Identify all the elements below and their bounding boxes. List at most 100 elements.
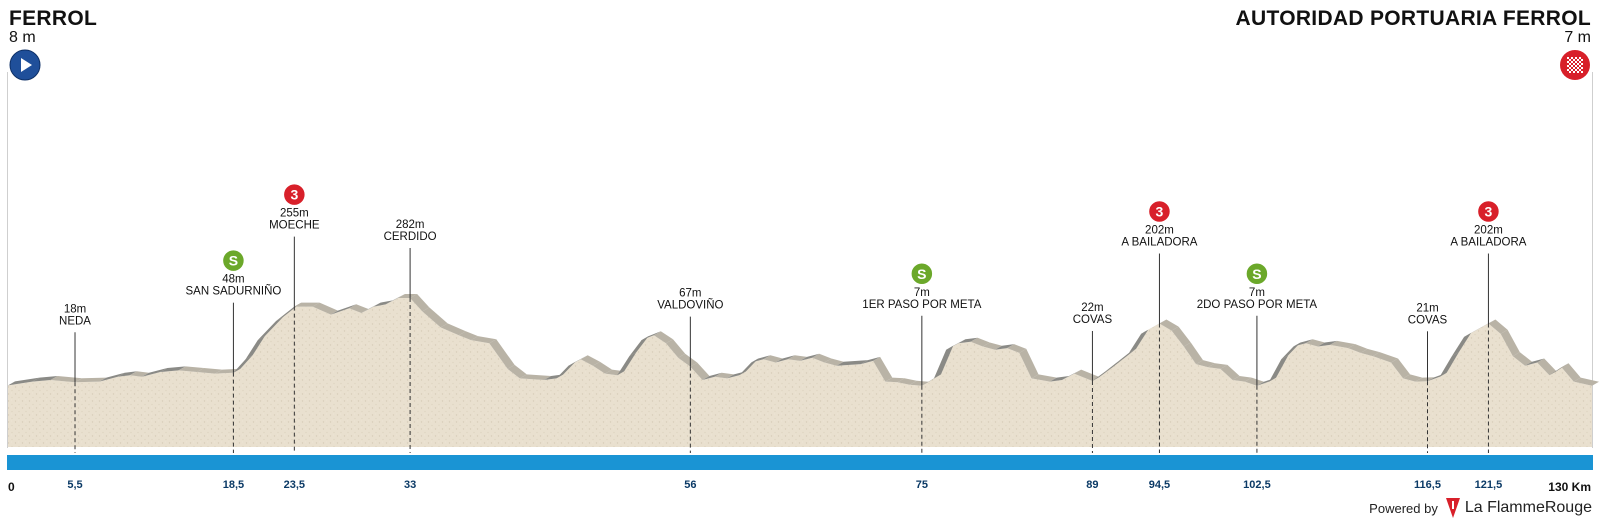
terrain-ridge-segment [1062,369,1082,380]
km-tick-label: 75 [916,479,928,491]
flamme-rouge-logo-icon [1445,498,1460,518]
km-tick-label: 94,5 [1149,479,1170,491]
terrain-ridge-segment [1220,364,1240,380]
km-tick-label: 121,5 [1475,479,1503,491]
point-altitude: 67m [679,288,701,300]
km-tick-label: 56 [684,479,696,491]
terrain-ridge-segment [714,372,734,379]
terrain-ridge-segment [1464,319,1496,337]
terrain-ridge-segment [970,337,990,347]
terrain-ridge-segment [276,302,302,321]
point-name: A BAILADORA [1450,237,1526,249]
terrain-ridge-segment [142,368,168,377]
terrain-ridge-segment [641,331,661,341]
terrain-ridge-segment [129,371,149,377]
badge-label: S [1252,266,1261,282]
point-altitude: 48m [222,274,244,286]
terrain-ridge-segment [117,371,137,377]
sprint-badge-icon [910,262,934,286]
terrain-ridge-segment [75,377,107,383]
point-altitude: 202m [1474,225,1503,237]
terrain-ridge-segment [775,355,795,363]
point-name: COVAS [1073,314,1113,326]
terrain-ridge-segment [909,380,929,386]
terrain-ridge-segment [1019,348,1039,379]
terrain-ridge-segment [519,374,552,380]
km-tick-label: 89 [1086,479,1098,491]
terrain-ridge-segment [8,377,40,386]
terrain-ridge-segment [397,294,418,298]
terrain-ridge-segment [1525,358,1545,366]
terrain-ridge-segment [507,364,527,379]
terrain-ridge-segment [824,358,844,366]
terrain-ridge-segment [580,355,600,366]
terrain-ridge-segment [653,331,673,344]
km-tick-label: 18,5 [223,479,244,491]
point-name: SAN SADURNIÑO [185,285,281,298]
terrain-ridge-segment [921,374,941,386]
terrain-ridge-segment [373,300,393,307]
terrain-ridge-segment [885,377,905,383]
terrain-ridge-segment [592,361,612,374]
terrain-ridge-segment [1171,326,1191,347]
brand: La FlammeRouge [1445,498,1592,518]
point-name: CERDIDO [384,231,437,243]
point-altitude: 7m [1249,287,1265,299]
km-tick-label: 23,5 [284,479,305,491]
point-name: MOECHE [269,220,320,232]
terrain-ridge-segment [1488,319,1508,334]
point-altitude: 282m [396,219,425,231]
point-altitude: 7m [914,287,930,299]
terrain-ridge-segment [410,294,430,312]
terrain-ridge-segment [489,339,515,369]
terrain-ridge-segment [1196,360,1216,368]
terrain-ridge-segment [702,372,722,380]
badge-label: 3 [1156,204,1164,220]
terrain-ridge-segment [934,345,954,379]
sprint-badge-icon [1245,262,1269,286]
badge-label: S [917,266,926,282]
terrain-ridge-segment [422,307,448,328]
powered-by-text: Powered by [1369,500,1438,516]
terrain-ridge-segment [1092,368,1112,381]
point-altitude: 22m [1081,302,1103,314]
terrain-ridge-segment [1348,344,1368,353]
terrain-ridge-segment [836,360,868,366]
axis-end-label: 130 Km [1548,480,1591,494]
terrain-ridge-segment [1141,319,1167,334]
badge-label: 3 [1485,204,1493,220]
terrain-area [8,298,1592,447]
terrain-ridge-segment [1403,374,1423,382]
terrain-ridge-segment [440,323,466,336]
terrain-ridge-segment [1500,329,1520,357]
point-altitude: 18m [64,303,86,315]
terrain-ridge-segment [1537,358,1557,376]
terrain-ridge-segment [1269,355,1289,382]
climb-category-badge-icon [1476,199,1501,224]
terrain-ridge-segment [617,352,637,376]
terrain-ridge-segment [215,368,241,374]
terrain-ridge-segment [763,355,783,363]
terrain-ridge-segment [361,302,381,313]
km-tick-label: 102,5 [1243,479,1271,491]
terrain-ridge-segment [629,336,649,357]
point-name: 1ER PASO POR META [862,299,981,311]
profile-frame [7,72,1593,448]
terrain-ridge-segment [99,372,125,382]
terrain-ridge-segment [1372,352,1398,363]
terrain-ridge-segment [257,317,284,341]
terrain-ridge-segment [690,362,710,380]
climb-category-badge-icon [282,182,307,207]
terrain-ridge-segment [556,361,576,379]
terrain-ridge-segment [312,302,338,315]
terrain-ridge-segment [1116,348,1136,363]
terrain-ridge-segment [1244,377,1264,386]
point-name: COVAS [1408,314,1448,326]
brand-name: La FlammeRouge [1464,499,1592,516]
terrain-ridge-segment [1330,340,1356,349]
terrain-ridge-segment [568,355,588,366]
terrain-ridge-segment [1561,363,1581,382]
point-altitude: 255m [280,208,309,220]
terrain-ridge-segment [787,355,807,361]
